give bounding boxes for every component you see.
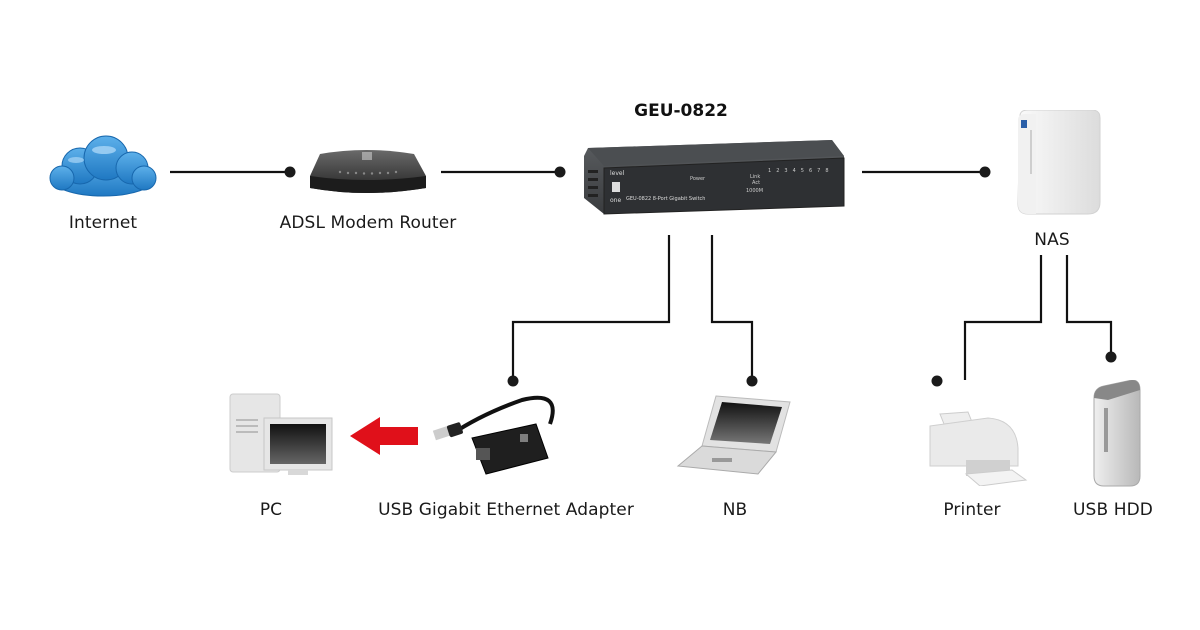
nb-label: NB [722,500,748,520]
wire-switch-nb [710,235,754,381]
brand-top: level [610,170,625,177]
port-number: 7 [817,168,821,174]
hdd-label: USB HDD [1073,500,1153,520]
connector-dot [931,375,943,387]
port-number: 1 [768,168,772,174]
port-number: 8 [825,168,829,174]
nas-icon [1017,110,1101,215]
switch-title: GEU-0822 [634,101,728,121]
connector-dot [979,166,991,178]
connector-dot [746,375,758,387]
pc-label: PC [259,500,283,520]
connector-dot [284,166,296,178]
cloud-icon [49,135,157,197]
wire-nas-printer [963,255,1043,380]
port-number: 5 [800,168,804,174]
wire-switch-adapter [511,235,671,381]
red-arrow-icon [350,417,418,455]
adapter-label: USB Gigabit Ethernet Adapter [378,500,634,520]
power-label: Power [690,176,706,182]
external-hdd-icon [1093,380,1141,487]
printer-label: Printer [943,500,1001,520]
modem-router-icon [310,150,426,193]
port-numbers: 1 2 3 4 5 6 7 8 [768,168,829,174]
laptop-icon [676,395,791,475]
port-number: 2 [776,168,780,174]
brand-bottom: one [610,197,622,204]
network-switch-icon: level one GEU-0822 8-Port Gigabit Switch… [582,136,846,216]
desktop-pc-icon [229,393,333,475]
speed-label: 1000M [746,188,764,194]
link-label: Link [750,174,761,180]
modem-label: ADSL Modem Router [279,213,457,233]
connector-dot [507,375,519,387]
usb-ethernet-adapter-icon [432,395,555,475]
connector-dot [554,166,566,178]
printer-icon [929,411,1028,486]
port-number: 4 [792,168,796,174]
nas-label: NAS [1034,230,1070,250]
switch-model-text: GEU-0822 8-Port Gigabit Switch [626,196,706,202]
port-number: 6 [808,168,813,174]
wire-nas-hdd [1065,255,1113,357]
port-number: 3 [784,168,788,174]
internet-label: Internet [68,213,138,233]
act-label: Act [752,180,761,186]
connector-dot [1105,351,1117,363]
